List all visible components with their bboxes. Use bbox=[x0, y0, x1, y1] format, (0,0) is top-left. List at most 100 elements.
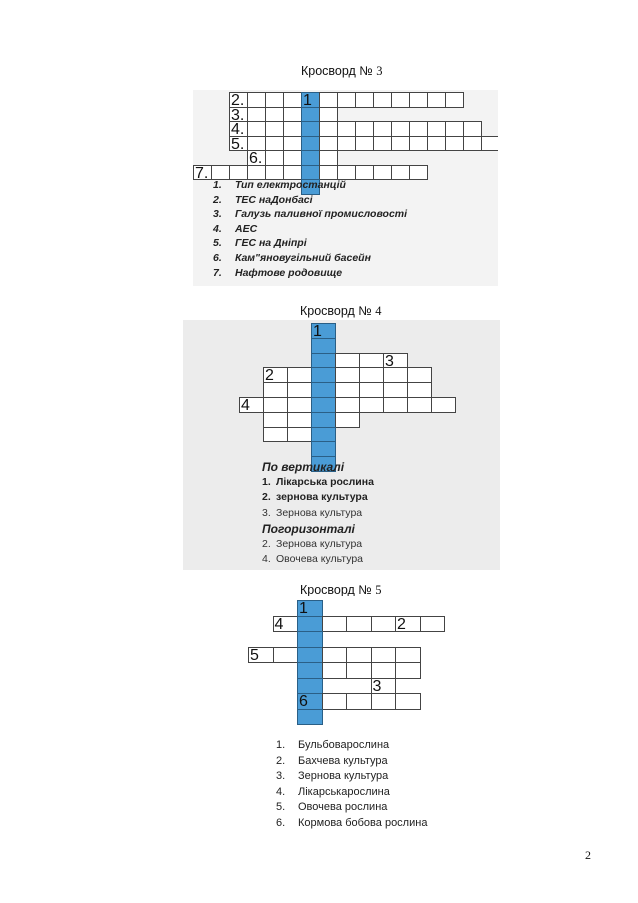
crossword-cell bbox=[301, 150, 320, 166]
crossword-cell bbox=[409, 135, 428, 151]
cell-number: 4 bbox=[274, 615, 284, 633]
clue-number: 4. bbox=[262, 553, 271, 565]
crossword-cell bbox=[247, 135, 266, 151]
cell-number: 6. bbox=[249, 150, 263, 167]
crossword-cell bbox=[337, 135, 356, 151]
cell-number: 3 bbox=[372, 677, 382, 695]
crossword-cell bbox=[395, 693, 421, 710]
clue-item: 4.АЕС bbox=[213, 223, 257, 235]
clue-number: 6. bbox=[213, 252, 222, 264]
clue-item: 3. Зернова культура bbox=[262, 507, 362, 519]
crossword-cell bbox=[287, 382, 312, 398]
clue-number: 3. bbox=[262, 506, 271, 519]
clue-text: Зернова культура bbox=[276, 506, 363, 519]
clue-text: По вертикалі bbox=[262, 460, 345, 474]
clue-text: Кам"яновугільний басейн bbox=[235, 252, 371, 264]
cell-number: 6 bbox=[299, 693, 308, 710]
crossword-cell bbox=[359, 367, 384, 384]
crossword-cell bbox=[283, 121, 302, 137]
clue-item: 6. Кам"яновугільний басейн bbox=[213, 252, 371, 264]
crossword-cell bbox=[481, 135, 498, 151]
clue-number: 1. bbox=[276, 739, 286, 751]
page-number: 2 bbox=[585, 848, 591, 862]
crossword-cell bbox=[247, 92, 266, 108]
crossword-cell bbox=[346, 662, 372, 679]
crossword-cell bbox=[319, 92, 338, 108]
crossword-cell bbox=[391, 92, 410, 108]
cell-number: 3. bbox=[231, 106, 245, 124]
clue-text: ГЕС на Дніпрі bbox=[235, 237, 307, 250]
crossword-cell bbox=[427, 92, 446, 108]
crossword-cell bbox=[319, 150, 338, 166]
crossword-cell bbox=[265, 164, 284, 180]
crossword-cell bbox=[409, 92, 428, 108]
clue-item: 3.Галузь паливної промисловості bbox=[213, 208, 407, 220]
crossword-cell bbox=[319, 106, 338, 122]
crossword-cell bbox=[265, 150, 284, 166]
crossword-cell bbox=[247, 121, 266, 137]
cell-number: 5. bbox=[231, 135, 245, 153]
crossword-cell bbox=[297, 646, 323, 663]
clue-text: Зернова культура bbox=[276, 537, 363, 550]
crossword-cell bbox=[445, 121, 464, 137]
clue-number: 5. bbox=[213, 237, 222, 250]
crossword-5-title: Кросворд № 5 bbox=[300, 583, 382, 597]
crossword-cell bbox=[297, 708, 323, 725]
crossword-cell bbox=[419, 615, 445, 632]
cell-number: 1 bbox=[303, 92, 312, 109]
crossword-cell bbox=[311, 352, 336, 369]
cell-number: 2 bbox=[265, 367, 274, 385]
clue-item: 2.Зернова культура bbox=[262, 538, 362, 550]
crossword-cell bbox=[311, 397, 336, 413]
crossword-4-title: Кросворд № 4 bbox=[300, 304, 382, 318]
crossword-cell bbox=[463, 121, 482, 137]
clue-item: 4.Овочева культура bbox=[262, 553, 363, 565]
crossword-cell bbox=[319, 135, 338, 151]
clue-text: ТЕС наДонбасі bbox=[235, 193, 313, 206]
crossword-cell bbox=[373, 164, 392, 180]
clue-text: зернова культура bbox=[276, 491, 368, 503]
crossword-cell bbox=[463, 135, 482, 151]
clue-item: По вертикалі bbox=[262, 460, 344, 474]
clue-item: 7.Нафтове родовище bbox=[213, 267, 342, 279]
crossword-cell bbox=[383, 382, 408, 398]
crossword-cell bbox=[311, 441, 336, 458]
crossword-cell bbox=[301, 135, 320, 151]
clue-text: АЕС bbox=[235, 222, 258, 235]
crossword-cell bbox=[265, 106, 284, 122]
crossword-cell bbox=[319, 121, 338, 137]
clue-text: Лікарська рослина bbox=[276, 475, 374, 488]
cell-number: 1 bbox=[313, 323, 322, 340]
clue-number: 3. bbox=[276, 770, 286, 782]
clue-number: 2. bbox=[276, 754, 286, 767]
clue-text: Тип електростанцій bbox=[235, 179, 346, 191]
crossword-cell bbox=[265, 92, 284, 108]
crossword-cell bbox=[355, 121, 374, 137]
cell-number: 2 bbox=[397, 615, 406, 633]
crossword-cell bbox=[301, 179, 320, 195]
clue-text: Бульбоварослина bbox=[298, 739, 390, 751]
clue-number: 2. bbox=[262, 491, 271, 503]
crossword-cell bbox=[391, 135, 410, 151]
crossword-cell bbox=[395, 662, 421, 679]
crossword-cell bbox=[297, 631, 323, 648]
crossword-cell bbox=[311, 411, 336, 428]
crossword-cell bbox=[283, 106, 302, 122]
crossword-cell bbox=[427, 135, 446, 151]
cell-number: 5 bbox=[250, 646, 259, 664]
clue-text: Лікарськарослина bbox=[298, 785, 390, 798]
clue-item: 2. зернова культура bbox=[262, 491, 368, 503]
crossword-cell bbox=[335, 352, 360, 369]
cell-number: 2. bbox=[231, 92, 245, 109]
crossword-cell bbox=[337, 92, 356, 108]
crossword-cell bbox=[263, 411, 288, 428]
crossword-cell bbox=[265, 121, 284, 137]
clue-number: 2. bbox=[213, 193, 222, 206]
clue-text: Нафтове родовище bbox=[235, 266, 343, 279]
crossword-cell bbox=[319, 164, 338, 180]
crossword-cell bbox=[335, 411, 360, 428]
clue-item: 2. ТЕС наДонбасі bbox=[213, 194, 313, 206]
clue-item: 2.Бахчева культура bbox=[276, 755, 388, 767]
